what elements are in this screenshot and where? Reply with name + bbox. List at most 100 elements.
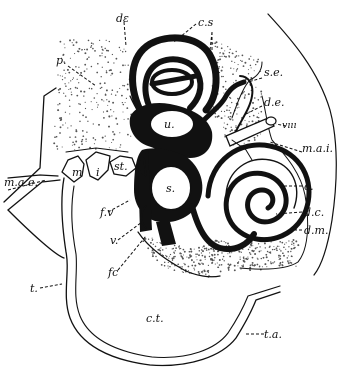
stipple-dot <box>168 262 169 263</box>
stipple-dot <box>125 102 126 103</box>
label-fc: fc <box>107 266 118 279</box>
label-viii: vııı <box>282 120 296 131</box>
stipple-dot <box>248 140 250 142</box>
stipple-dot <box>183 254 184 255</box>
stipple-dot <box>123 112 124 113</box>
stipple-dot <box>164 262 165 263</box>
stipple-dot <box>224 111 225 112</box>
stipple-dot <box>79 75 80 76</box>
label-t: t. <box>30 282 38 295</box>
stipple-dot <box>224 115 225 116</box>
stipple-dot <box>239 259 240 260</box>
stipple-dot <box>252 102 254 104</box>
stipple-dot <box>254 97 256 99</box>
stipple-dot <box>252 265 254 267</box>
stipple-dot <box>101 53 102 54</box>
stipple-dot <box>188 257 190 259</box>
stipple-dot <box>259 251 261 253</box>
stipple-dot <box>214 42 216 44</box>
stipple-dot <box>59 103 61 105</box>
stipple-dot <box>78 147 80 149</box>
stipple-dot <box>209 256 210 257</box>
stipple-dot <box>255 247 257 249</box>
stipple-dot <box>276 247 278 249</box>
stipple-dot <box>108 126 110 128</box>
stipple-dot <box>105 135 106 136</box>
stipple-dot <box>252 120 254 122</box>
label-m: m <box>72 166 82 179</box>
stipple-dot <box>160 252 161 253</box>
stipple-dot <box>250 265 252 267</box>
stipple-dot <box>186 257 187 258</box>
stipple-dot <box>97 104 98 105</box>
stipple-dot <box>83 91 85 93</box>
stipple-dot <box>278 265 279 266</box>
stipple-dot <box>280 264 281 265</box>
stipple-dot <box>156 259 158 261</box>
stipple-dot <box>73 44 75 46</box>
stipple-dot <box>279 241 281 243</box>
stipple-dot <box>175 247 177 249</box>
stipple-dot <box>243 264 244 265</box>
stipple-dot <box>251 250 253 252</box>
stipple-dot <box>77 79 78 80</box>
stipple-dot <box>70 88 72 90</box>
stipple-dot <box>288 240 289 241</box>
stipple-dot <box>280 250 282 252</box>
stipple-dot <box>82 139 84 141</box>
stipple-dot <box>96 102 97 103</box>
stipple-dot <box>157 242 158 243</box>
stipple-dot <box>122 51 124 53</box>
stipple-dot <box>258 243 259 244</box>
stipple-dot <box>235 56 237 58</box>
stipple-dot <box>106 99 107 100</box>
stipple-dot <box>172 248 173 249</box>
stipple-dot <box>183 272 184 273</box>
stipple-dot <box>238 55 239 56</box>
stipple-dot <box>284 244 285 245</box>
stipple-dot <box>195 254 196 255</box>
stipple-dot <box>84 49 85 50</box>
stipple-dot <box>208 275 209 276</box>
stipple-dot <box>201 271 203 273</box>
stipple-dot <box>60 41 62 43</box>
stipple-dot <box>69 137 70 138</box>
stipple-dot <box>260 96 261 97</box>
stipple-dot <box>69 100 70 101</box>
stipple-dot <box>198 254 200 256</box>
stipple-dot <box>258 113 259 114</box>
stipple-dot <box>288 255 289 256</box>
stipple-dot <box>261 258 262 259</box>
stipple-dot <box>277 246 278 247</box>
label-de-right: d.e. <box>264 96 285 109</box>
stipple-dot <box>72 145 73 146</box>
stipple-dot <box>116 123 118 125</box>
stipple-dot <box>237 98 239 100</box>
stipple-dot <box>173 252 175 254</box>
stipple-dot <box>227 124 229 126</box>
stipple-dot <box>120 144 121 145</box>
stipple-dot <box>248 73 249 74</box>
stipple-dot <box>221 70 223 72</box>
stipple-dot <box>78 82 79 83</box>
stipple-dot <box>111 73 113 75</box>
stipple-dot <box>85 108 86 109</box>
stipple-dot <box>119 47 120 48</box>
stipple-dot <box>218 66 220 68</box>
stipple-dot <box>257 59 259 61</box>
meatus-lower-tube <box>8 210 64 258</box>
stipple-dot <box>63 93 64 94</box>
stipple-dot <box>221 117 223 119</box>
stipple-dot <box>155 256 156 257</box>
stipple-dot <box>108 115 110 117</box>
stipple-dot <box>179 245 180 246</box>
stipple-dot <box>107 50 109 52</box>
stipple-dot <box>222 66 223 67</box>
stipple-dot <box>224 241 225 242</box>
stipple-dot <box>72 42 73 43</box>
stipple-dot <box>78 51 80 53</box>
stipple-dot <box>222 86 224 88</box>
stipple-dot <box>127 134 129 136</box>
stipple-dot <box>260 91 262 93</box>
